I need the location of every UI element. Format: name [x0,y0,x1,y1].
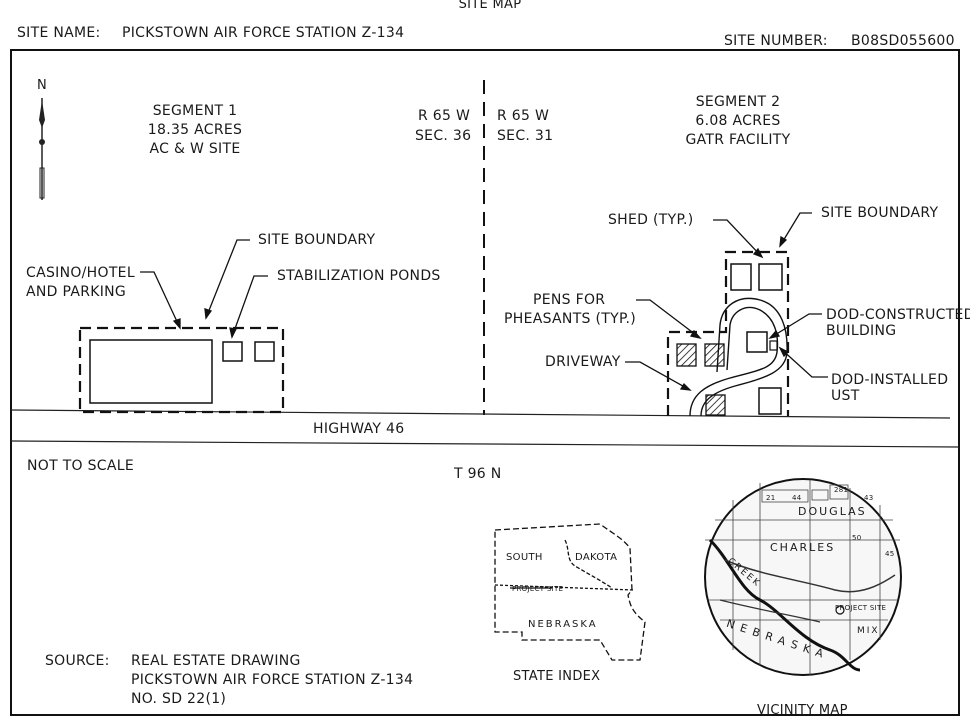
vicinity-map-caption: VICINITY MAP [757,703,848,718]
pens-label-line1: PENS FOR [533,292,606,308]
source-label: SOURCE: [45,653,110,669]
scale-note: NOT TO SCALE [27,458,135,474]
state-index-project-site: PROJECT SITE [512,585,564,593]
pens-label-line2: PHEASANTS (TYP.) [504,311,637,327]
site-name-value: PICKSTOWN AIR FORCE STATION Z-134 [122,25,405,41]
source-line3: NO. SD 22(1) [131,691,227,707]
segment2-title: SEGMENT 2 [695,94,781,110]
map-frame [10,49,960,716]
dod-building-label-line2: BUILDING [826,323,897,339]
highway-north-edge [10,409,951,419]
state-index-caption: STATE INDEX [513,669,601,684]
state-index-map [494,523,646,661]
segment2-leaders [625,212,828,391]
highway-label: HIGHWAY 46 [313,421,405,437]
pheasant-pen-1 [676,343,697,367]
dod-constructed-building [746,331,768,353]
stabilization-pond-1 [222,341,243,362]
stabilization-pond-2 [254,341,275,362]
vicinity-douglas: DOUGLAS [798,505,867,518]
site-number-value: B08SD055600 [851,33,955,49]
shed-2 [758,263,783,291]
vicinity-road-44: 44 [792,494,802,502]
site-name-label: SITE NAME: [17,25,101,41]
pheasant-pen-2 [704,343,725,367]
casino-label-line2: AND PARKING [26,284,127,300]
highway-south-edge [10,440,960,448]
vicinity-road-281: 281 [834,486,849,494]
vicinity-road-21: 21 [766,494,776,502]
source-line2: PICKSTOWN AIR FORCE STATION Z-134 [131,672,414,688]
right-section: SEC. 31 [497,128,554,144]
north-label: N [37,78,48,93]
dod-building-label-line1: DOD-CONSTRUCTED [826,307,970,323]
vicinity-road-43: 43 [864,494,874,502]
vicinity-project-site: PROJECT SITE [835,604,887,612]
township-label: T 96 N [454,466,502,482]
casino-label-line1: CASINO/HOTEL [26,265,135,281]
dod-ust-label-line2: UST [831,388,860,404]
segment1-boundary [78,326,285,414]
segment2-acres: 6.08 ACRES [695,113,781,129]
shed-label: SHED (TYP.) [608,212,694,228]
vicinity-mix: MIX [857,626,880,636]
dod-installed-ust [769,340,778,351]
segment2-desc: GATR FACILITY [685,132,791,148]
left-section: SEC. 36 [415,128,472,144]
driveway-label: DRIVEWAY [545,354,621,370]
north-arrow-icon [39,98,45,200]
state-index-south: SOUTH [506,552,543,563]
segment1-desc: AC & W SITE [149,141,241,157]
segment1-leaders [140,239,268,339]
segment1-acres: 18.35 ACRES [147,122,243,138]
map-title: SITE MAP [458,0,522,12]
site-boundary-label-2: SITE BOUNDARY [821,205,939,221]
vicinity-road-50: 50 [852,534,862,542]
right-range: R 65 W [497,108,550,124]
shed-1 [730,263,752,291]
site-number-label: SITE NUMBER: [724,33,828,49]
dod-ust-label-line1: DOD-INSTALLED [831,372,949,388]
site-boundary-label-1: SITE BOUNDARY [258,232,376,248]
stabilization-ponds-label: STABILIZATION PONDS [277,268,441,284]
vicinity-road-45: 45 [885,550,895,558]
left-range: R 65 W [418,108,471,124]
segment2-boundary [666,250,790,416]
state-index-dakota: DAKOTA [575,552,618,563]
casino-hotel-building [89,339,213,404]
vicinity-charles: CHARLES [770,541,836,554]
source-line1: REAL ESTATE DRAWING [131,653,301,669]
vicinity-map [704,478,902,676]
segment1-title: SEGMENT 1 [152,103,238,119]
pheasant-pen-3 [705,394,726,416]
state-index-nebraska: NEBRASKA [528,619,598,630]
shed-3 [758,387,782,415]
